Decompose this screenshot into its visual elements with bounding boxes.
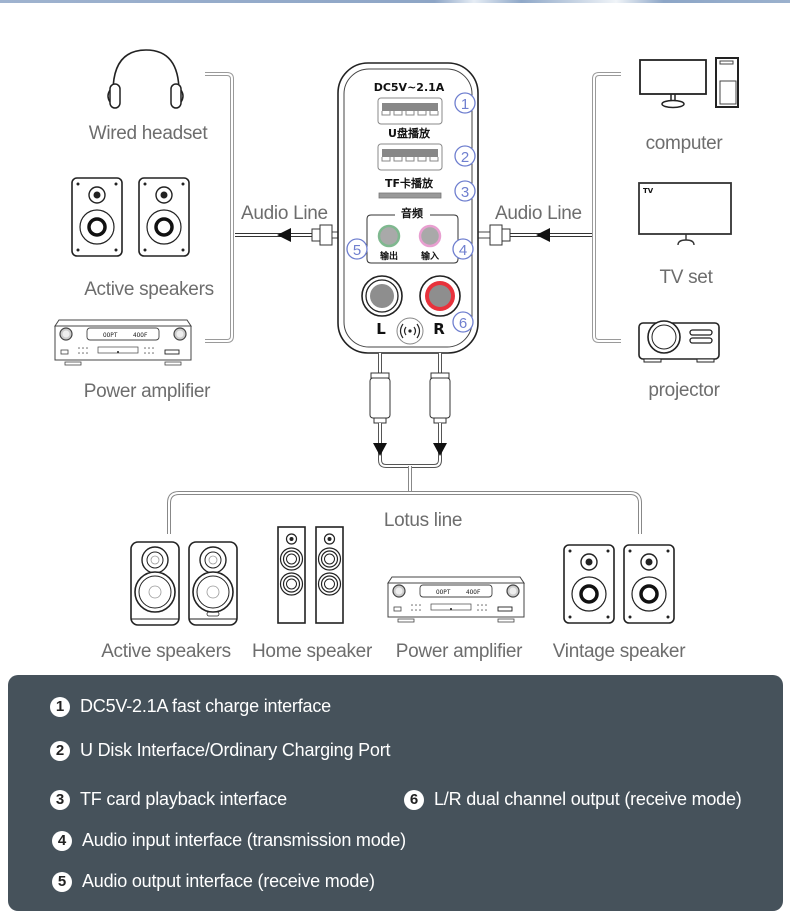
legend-item-4: 4 Audio input interface (transmission mo…: [52, 830, 406, 851]
legend-text-6: L/R dual channel output (receive mode): [434, 789, 742, 809]
projector-icon: [638, 320, 720, 363]
usb-port-2: [377, 143, 443, 171]
active-speakers-bottom-label: Active speakers: [101, 641, 231, 662]
usb-port-1: [377, 97, 443, 125]
right-rca-jack: [419, 275, 461, 317]
usb1-port-label: DC5V~2.1A: [374, 81, 445, 94]
legend-item-3: 3 TF card playback interface: [50, 789, 287, 810]
active-speakers-bottom-icon: [130, 541, 238, 626]
marker-2: 2: [454, 145, 476, 167]
marker-4: 4: [452, 238, 474, 260]
lotus-line-label: Lotus line: [383, 510, 463, 531]
power-amplifier-bottom-label: Power amplifier: [395, 641, 523, 662]
usb2-port-label: U盘播放: [388, 126, 431, 140]
power-amplifier-left-icon: OOPT 4OOF: [54, 319, 192, 366]
legend-item-2: 2 U Disk Interface/Ordinary Charging Por…: [50, 740, 391, 761]
number-badge-2: 2: [50, 740, 70, 761]
transmitter-device: DC5V~2.1A U盘播放 TF卡播放 音频 输出 输入: [337, 62, 479, 354]
audio-out-jack: [377, 224, 401, 248]
amp-display-1: OOPT: [436, 589, 451, 596]
headset-icon: [107, 49, 184, 109]
marker-3: 3: [454, 180, 476, 202]
out-label: 输出: [380, 250, 398, 262]
right-arrow-icon: [536, 228, 550, 242]
svg-text:6: 6: [459, 315, 467, 332]
svg-text:3: 3: [461, 184, 469, 201]
power-amplifier-bottom-icon: OOPT 4OOF: [387, 576, 525, 623]
amp-display-2: 4OOF: [133, 332, 148, 339]
home-speaker-label: Home speaker: [252, 641, 372, 662]
projector-label: projector: [648, 380, 720, 401]
legend-item-6: 6 L/R dual channel output (receive mode): [404, 789, 742, 810]
amp-display-1: OOPT: [103, 332, 118, 339]
marker-1: 1: [454, 92, 476, 114]
vintage-speaker-icon: [562, 543, 676, 625]
left-rca-jack: [361, 275, 403, 317]
legend-text-3: TF card playback interface: [80, 789, 287, 809]
right-channel-label: R: [433, 320, 445, 338]
computer-label: computer: [645, 133, 723, 154]
connection-diagram: OOPT 4OOF TV DC5V~2.1A: [54, 49, 739, 626]
right-bracket-cable: [592, 72, 621, 343]
svg-text:4: 4: [459, 242, 467, 259]
audio-line-left-label: Audio Line: [241, 203, 328, 224]
audio-in-jack: [418, 224, 442, 248]
home-speaker-icon: [277, 526, 344, 624]
wireless-icon: [396, 317, 424, 345]
vintage-speaker-label: Vintage speaker: [552, 641, 686, 662]
computer-icon: [639, 57, 739, 109]
top-border: [0, 0, 790, 3]
amp-display-2: 4OOF: [466, 589, 481, 596]
lotus-cable: [167, 353, 642, 534]
number-badge-5: 5: [52, 871, 72, 892]
legend-text-5: Audio output interface (receive mode): [82, 871, 375, 891]
active-speakers-left-icon: [70, 176, 191, 258]
left-arrow-icon: [277, 228, 291, 242]
audio-section-label: 音频: [401, 206, 423, 220]
tf-card-slot: [378, 192, 442, 199]
number-badge-3: 3: [50, 789, 70, 810]
marker-5: 5: [346, 238, 368, 260]
tf-port-label: TF卡播放: [385, 176, 434, 190]
down-arrow-left-icon: [373, 443, 387, 456]
audio-line-right-label: Audio Line: [495, 203, 582, 224]
active-speakers-left-label: Active speakers: [84, 279, 214, 300]
number-badge-6: 6: [404, 789, 424, 810]
legend-item-5: 5 Audio output interface (receive mode): [52, 871, 375, 892]
legend-text-2: U Disk Interface/Ordinary Charging Port: [80, 740, 391, 760]
power-amplifier-left-label: Power amplifier: [83, 381, 211, 402]
in-label: 输入: [421, 250, 439, 262]
svg-text:2: 2: [461, 149, 469, 166]
wired-headset-label: Wired headset: [88, 123, 208, 144]
marker-6: 6: [452, 311, 474, 333]
legend-text-4: Audio input interface (transmission mode…: [82, 830, 406, 850]
number-badge-4: 4: [52, 830, 72, 851]
legend-panel: 1 DC5V-2.1A fast charge interface 2 U Di…: [8, 675, 783, 911]
svg-text:1: 1: [461, 96, 469, 113]
down-arrow-right-icon: [433, 443, 447, 456]
tv-set-label: TV set: [659, 267, 713, 288]
legend-text-1: DC5V-2.1A fast charge interface: [80, 696, 331, 716]
tv-icon: TV: [638, 182, 732, 246]
number-badge-1: 1: [50, 696, 70, 717]
svg-text:5: 5: [353, 242, 361, 259]
legend-item-1: 1 DC5V-2.1A fast charge interface: [50, 696, 331, 717]
tv-screen-label: TV: [643, 187, 654, 195]
left-channel-label: L: [376, 320, 386, 338]
